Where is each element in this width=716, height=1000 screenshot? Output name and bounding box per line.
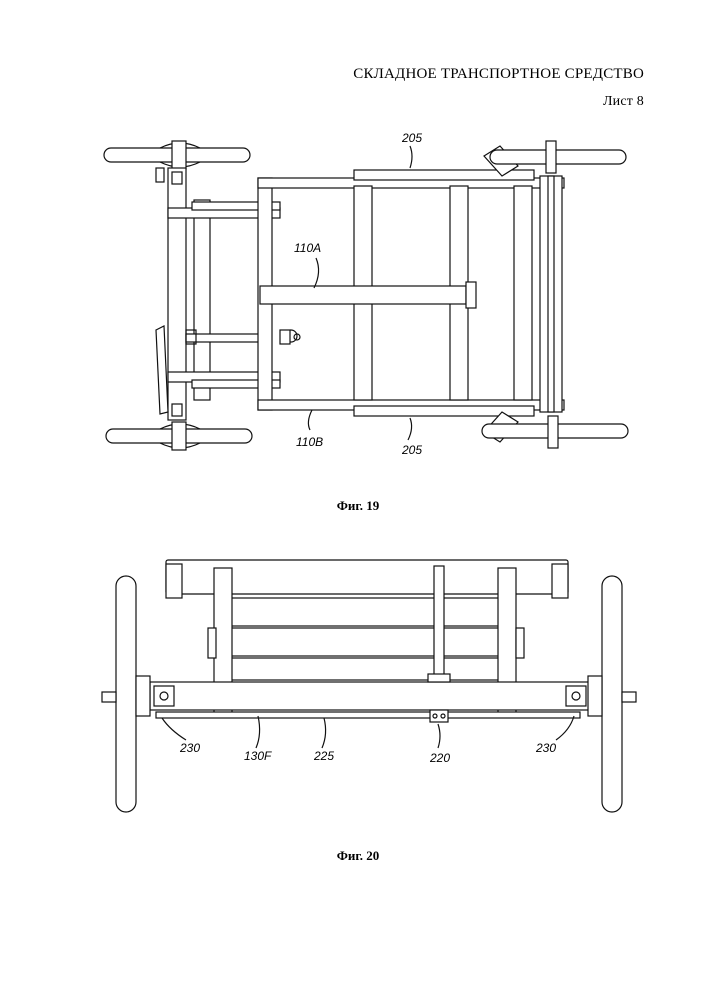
wheel-top-right [484,141,626,176]
label-110a: 110A [294,241,321,255]
label-230-left: 230 [179,741,200,755]
label-130f: 130F [244,749,272,763]
label-225: 225 [313,749,334,763]
figure-20-caption: Фиг. 20 [0,848,716,864]
label-230-right: 230 [535,741,556,755]
figure-20-drawing [102,560,636,812]
figure-19-drawing [104,141,628,450]
label-110b: 110B [296,435,323,449]
wheel-right [588,576,636,812]
wheel-bottom-left [106,422,252,450]
label-205-top: 205 [401,131,422,145]
wheel-left [102,576,150,812]
figure-19-caption: Фиг. 19 [0,498,716,514]
wheel-bottom-right [482,412,628,448]
label-205-bottom: 205 [401,443,422,457]
label-220: 220 [429,751,450,765]
wheel-top-left [104,141,250,169]
